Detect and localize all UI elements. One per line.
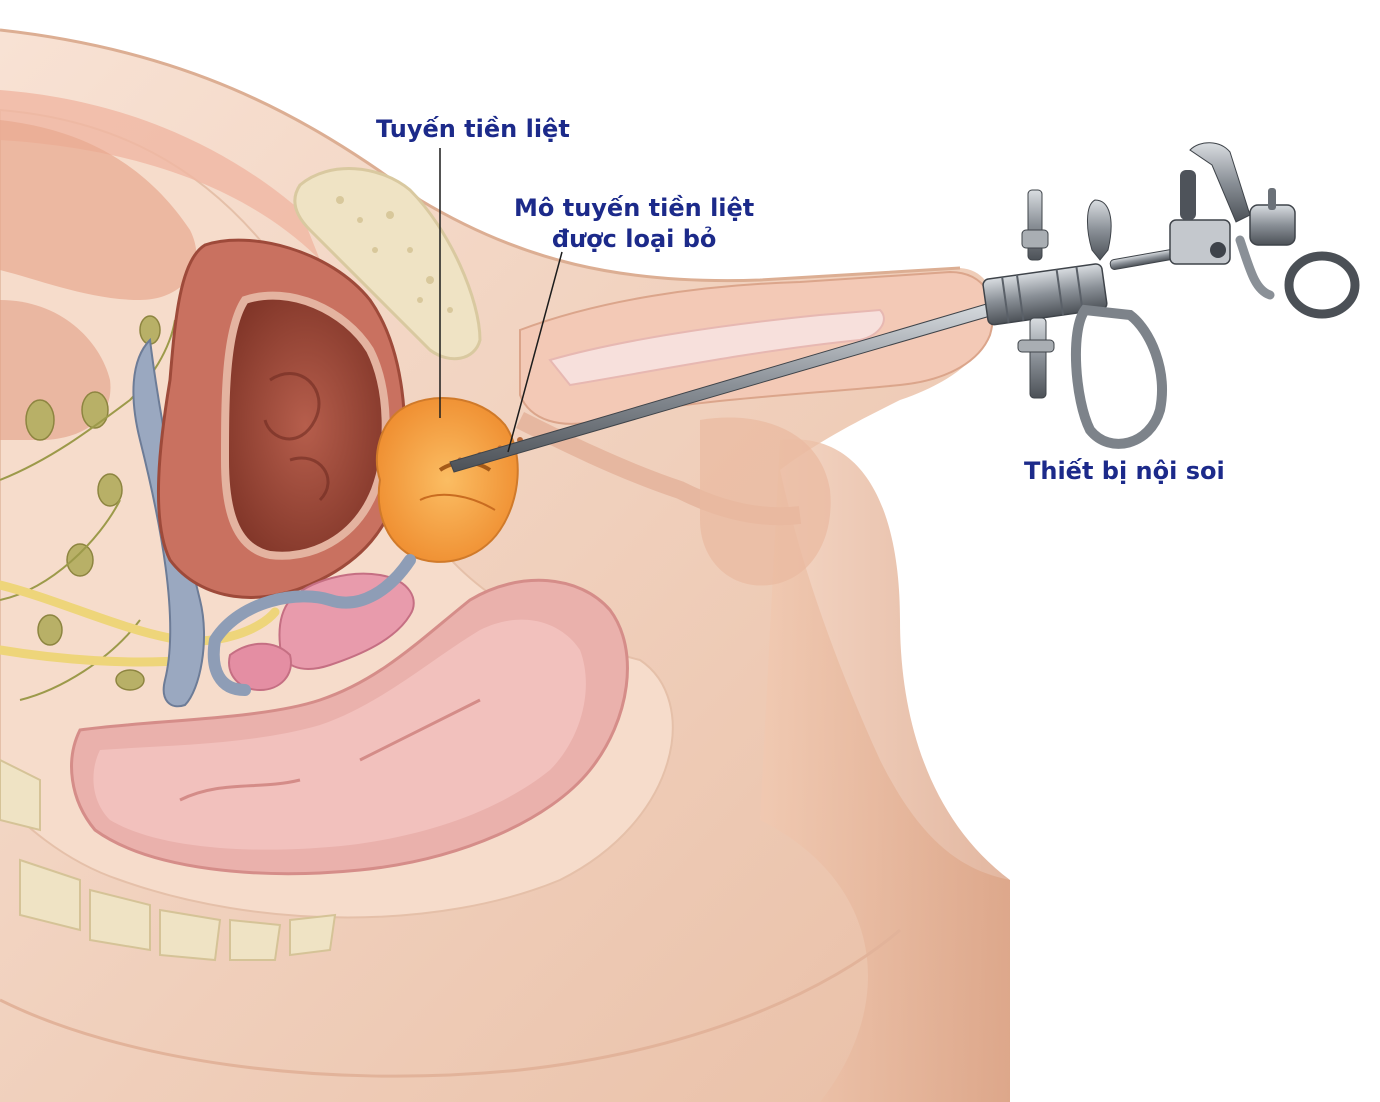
- lymph-nodes: [25, 315, 161, 691]
- penis: [515, 270, 995, 526]
- pubic-bone: [293, 167, 482, 361]
- label-prostate: Tuyến tiền liệt: [376, 115, 570, 143]
- bladder: [156, 238, 407, 599]
- label-backdrop: [1010, 452, 1320, 510]
- label-endoscope: Thiết bị nội soi: [1024, 457, 1225, 485]
- sacrum: [0, 758, 337, 962]
- endoscope: [449, 142, 1360, 473]
- scrotum: [700, 417, 831, 586]
- vessel-loop: [207, 554, 416, 696]
- label-removed-tissue: Mô tuyến tiền liệt được loại bỏ: [514, 193, 754, 255]
- label-removed-tissue-line2: được loại bỏ: [551, 225, 717, 253]
- label-removed-tissue-line1: Mô tuyến tiền liệt: [514, 194, 755, 222]
- abdominal-muscle: [0, 90, 320, 260]
- leader-lines: [439, 148, 563, 453]
- rectum: [70, 578, 629, 876]
- blood-vessels: [0, 319, 176, 701]
